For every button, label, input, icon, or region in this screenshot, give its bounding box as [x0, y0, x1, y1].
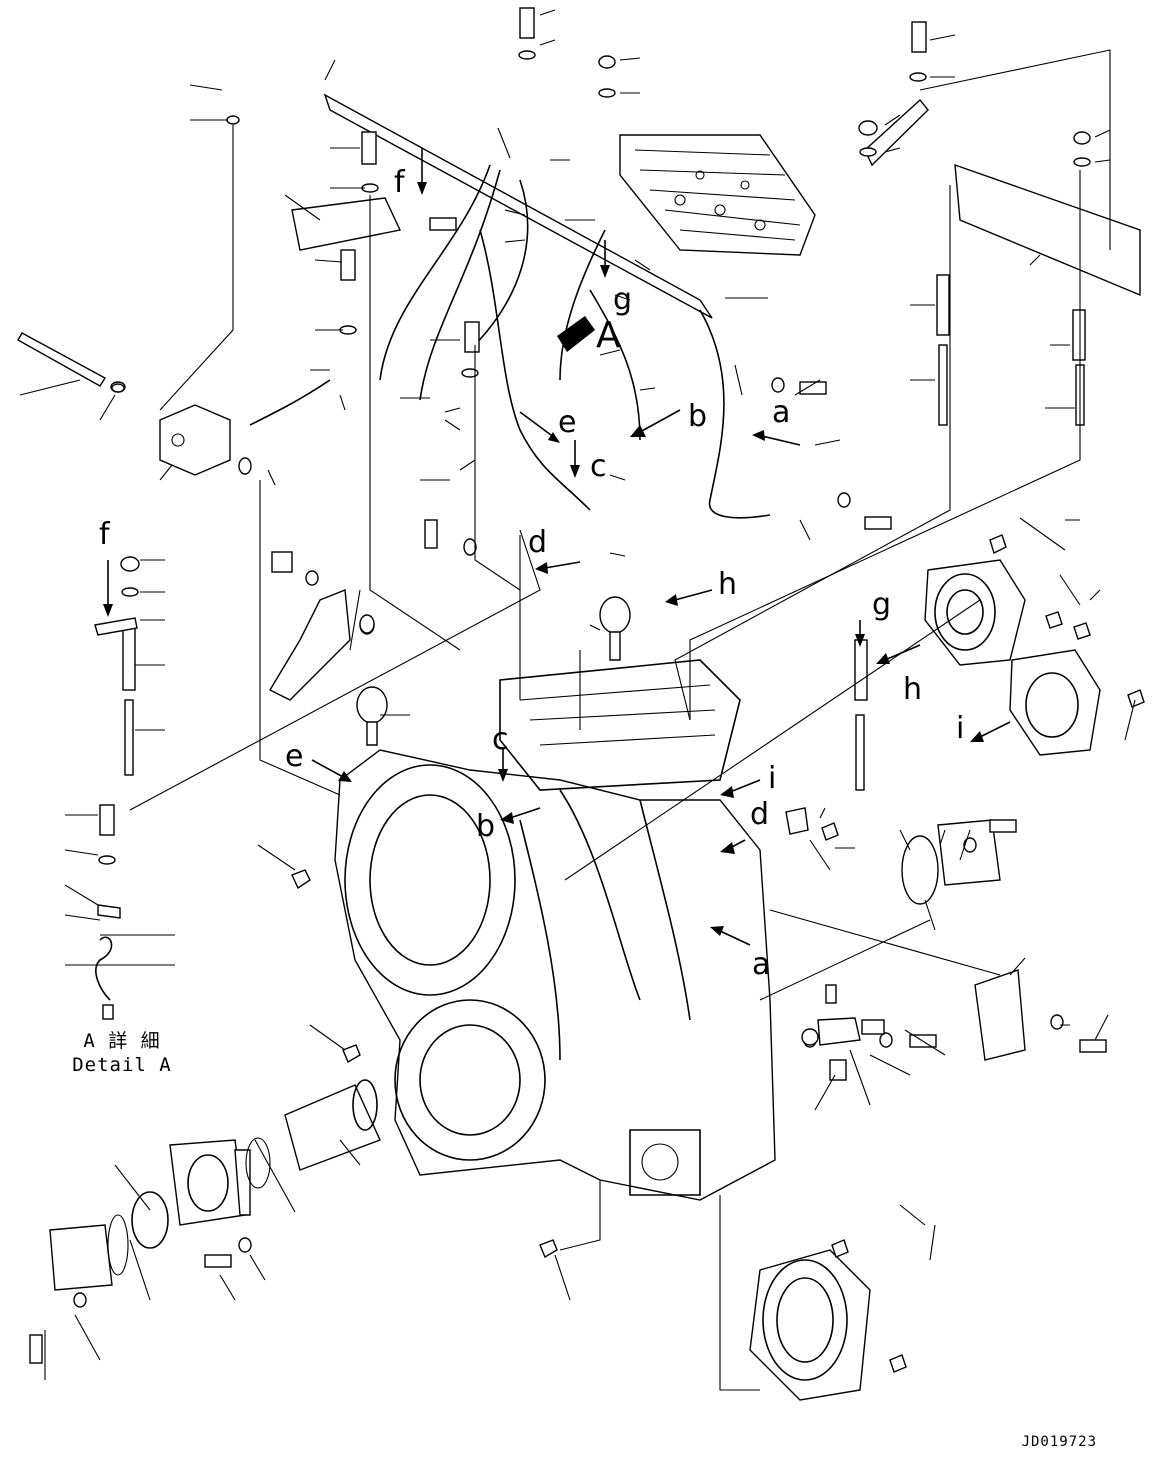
reference-lines: [129, 49, 1111, 1391]
detail-a-label-jp: A 詳 細: [83, 1030, 161, 1052]
callout-a-lower: a: [752, 947, 771, 982]
callout-h-right: h: [903, 672, 923, 707]
plugs: [291, 534, 1145, 1373]
oil-filter-assembly: [49, 1079, 381, 1291]
callout-b-lower: b: [476, 809, 496, 844]
control-valve-assembly: [619, 134, 816, 256]
callout-g-right: g: [872, 587, 892, 622]
callout-c-lower: c: [492, 722, 509, 757]
detail-a-caption: A 詳 細 Detail A: [62, 1030, 182, 1078]
callout-f-upper: f: [394, 165, 405, 200]
callout-A-view: A: [596, 315, 621, 356]
drawing-number: JD019723: [1021, 1434, 1097, 1450]
callout-i-lower: i: [768, 761, 777, 796]
callout-e-lower: e: [285, 739, 304, 774]
callout-f-left: f: [99, 517, 110, 552]
callout-g-upper: g: [613, 282, 633, 317]
end-covers: [749, 559, 1101, 1401]
detail-a-label-en: Detail A: [72, 1053, 172, 1076]
detail-a-clip: [94, 617, 138, 1020]
callout-h-upper: h: [718, 567, 738, 602]
callout-d-lower: d: [750, 797, 770, 832]
harness-bracket: [291, 98, 1141, 297]
bolts: [29, 7, 1107, 1364]
callout-a-upper: a: [772, 395, 791, 430]
callout-d-upper: d: [528, 525, 548, 560]
sensor-block: [17, 332, 231, 476]
callout-b-upper: b: [688, 399, 708, 434]
leader-lines: [19, 9, 1136, 1380]
lifting-eye: [356, 596, 631, 746]
transmission-case: [334, 659, 776, 1201]
callout-e-upper: e: [558, 405, 577, 440]
pipe-and-bracket: [269, 551, 1026, 1061]
callout-c-upper: c: [590, 449, 607, 484]
callout-i-right: i: [956, 711, 965, 746]
drain-fitting: [801, 984, 885, 1081]
direction-arrows: [103, 148, 1011, 946]
